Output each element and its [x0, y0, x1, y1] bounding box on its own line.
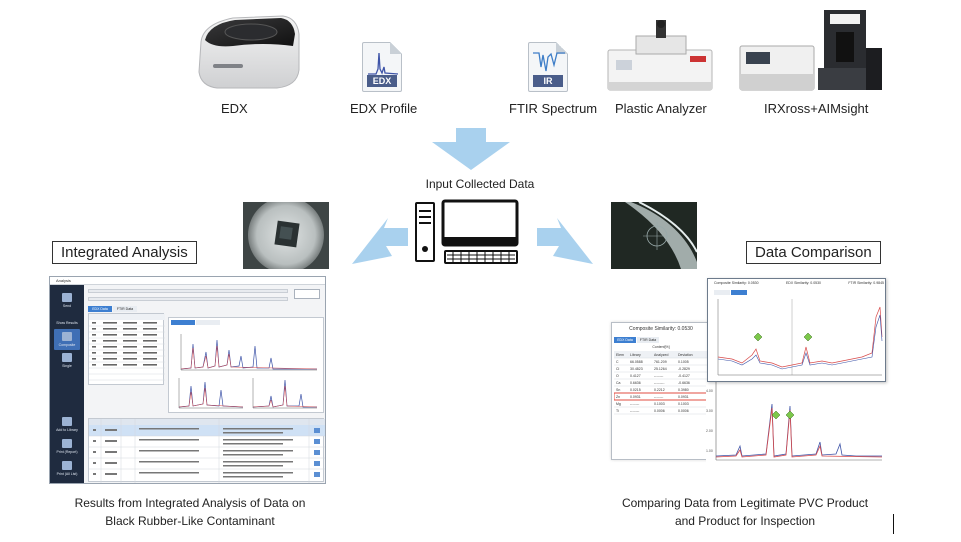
ftir-spectrum-file-tag: IR — [533, 75, 563, 87]
source-label-plastic-analyzer: Plastic Analyzer — [615, 101, 707, 116]
contaminant-photo — [243, 202, 329, 269]
graph-tab-phase[interactable] — [196, 320, 220, 325]
tab-ftir-data[interactable]: FTIR Data — [113, 306, 137, 312]
ftir-file-path-field[interactable] — [88, 297, 288, 301]
comparison-table-window: Composite Similarity: 0.0530 EDX Data FT… — [611, 322, 709, 460]
results-table — [88, 418, 325, 483]
edx-content-table — [88, 313, 165, 385]
sidebar-add-library-button[interactable]: Add to Library — [54, 417, 80, 432]
analysis-sidebar: Send Show Results Composite Single Add t… — [50, 285, 84, 483]
sidebar-composite-button[interactable]: Composite — [54, 329, 80, 350]
popup-tab-edx[interactable] — [714, 290, 730, 295]
svg-text:2.00: 2.00 — [706, 429, 713, 433]
popup-ftir-plot — [717, 299, 883, 376]
source-label-edx-profile: EDX Profile — [350, 101, 418, 116]
edx-file-path-field[interactable] — [88, 289, 288, 293]
integrated-analysis-title: Integrated Analysis — [52, 241, 197, 264]
right-caption-line1: Comparing Data from Legitimate PVC Produ… — [621, 496, 869, 510]
svg-text:3.00: 3.00 — [706, 409, 713, 413]
comparison-spectrum-large: 4.00 3.00 2.00 1.00 — [706, 382, 884, 468]
summary-edx-similarity: EDX Similarity: 0.0530 — [785, 281, 821, 285]
edx-instrument-image — [193, 12, 305, 90]
ftir-spectrum-file-icon: IR — [528, 42, 568, 92]
sidebar-print-report-button[interactable]: Print (Report) — [54, 439, 80, 454]
sidebar-single-button[interactable]: Single — [54, 353, 80, 368]
sub-plot-b — [252, 378, 318, 409]
arrow-left-down-icon — [352, 218, 408, 264]
cmp-tab-ftir-data[interactable]: FTIR Data — [637, 337, 659, 343]
tab-edx-data[interactable]: EDX Data — [88, 306, 112, 312]
right-caption-line2: and Product for Inspection — [674, 514, 816, 528]
right-caption: Comparing Data from Legitimate PVC Produ… — [600, 494, 890, 530]
arrow-right-down-icon — [537, 218, 593, 264]
summary-composite-similarity: Composite Similarity: 0.0530 — [714, 281, 759, 285]
cmp-content-label: Content[%] — [652, 345, 670, 349]
spectrum-graph-panel — [168, 317, 324, 413]
left-caption: Results from Integrated Analysis of Data… — [40, 494, 340, 530]
source-label-edx: EDX — [221, 101, 248, 116]
edx-profile-file-tag: EDX — [367, 75, 397, 87]
source-label-irxross: IRXross+AIMsight — [764, 101, 869, 116]
sidebar-show-results-label: Show Results — [56, 321, 78, 325]
sidebar-print-all-button[interactable]: Print (All List) — [54, 461, 80, 476]
sub-plot-a — [178, 378, 244, 409]
comparison-summary-popup: Composite Similarity: 0.0530 EDX Similar… — [707, 278, 886, 382]
analysis-window-title: Analysis — [50, 277, 325, 285]
irxross-aimsight-image — [738, 8, 884, 94]
graph-tab-profile[interactable] — [171, 320, 195, 325]
svg-text:4.00: 4.00 — [706, 389, 713, 393]
summary-ftir-similarity: FTIR Similarity: 0.9845 — [848, 281, 884, 285]
comparison-composite-similarity: Composite Similarity: 0.0530 — [629, 326, 693, 332]
cmp-tab-edx-data[interactable]: EDX Data — [614, 337, 636, 343]
pvc-sample-photo — [611, 202, 697, 269]
connect-button[interactable] — [294, 289, 320, 299]
svg-text:1.00: 1.00 — [706, 449, 713, 453]
plastic-analyzer-image — [606, 20, 716, 94]
left-caption-line1: Results from Integrated Analysis of Data… — [74, 496, 306, 510]
hub-label: Input Collected Data — [425, 177, 535, 191]
source-label-ftir-spectrum: FTIR Spectrum — [509, 101, 598, 116]
edx-profile-plot — [180, 334, 318, 371]
analysis-window: Analysis Send Show Results Composite Sin… — [49, 276, 326, 484]
down-arrow-icon — [432, 128, 510, 170]
text-cursor — [893, 514, 894, 534]
left-caption-line2: Black Rubber-Like Contaminant — [105, 514, 275, 528]
data-comparison-title: Data Comparison — [746, 241, 881, 264]
edx-profile-file-icon: EDX — [362, 42, 402, 92]
popup-tab-ftir[interactable] — [731, 290, 747, 295]
cmp-table-grid — [614, 351, 708, 415]
computer-icon — [415, 199, 519, 264]
sidebar-send-button[interactable]: Send — [54, 293, 80, 308]
